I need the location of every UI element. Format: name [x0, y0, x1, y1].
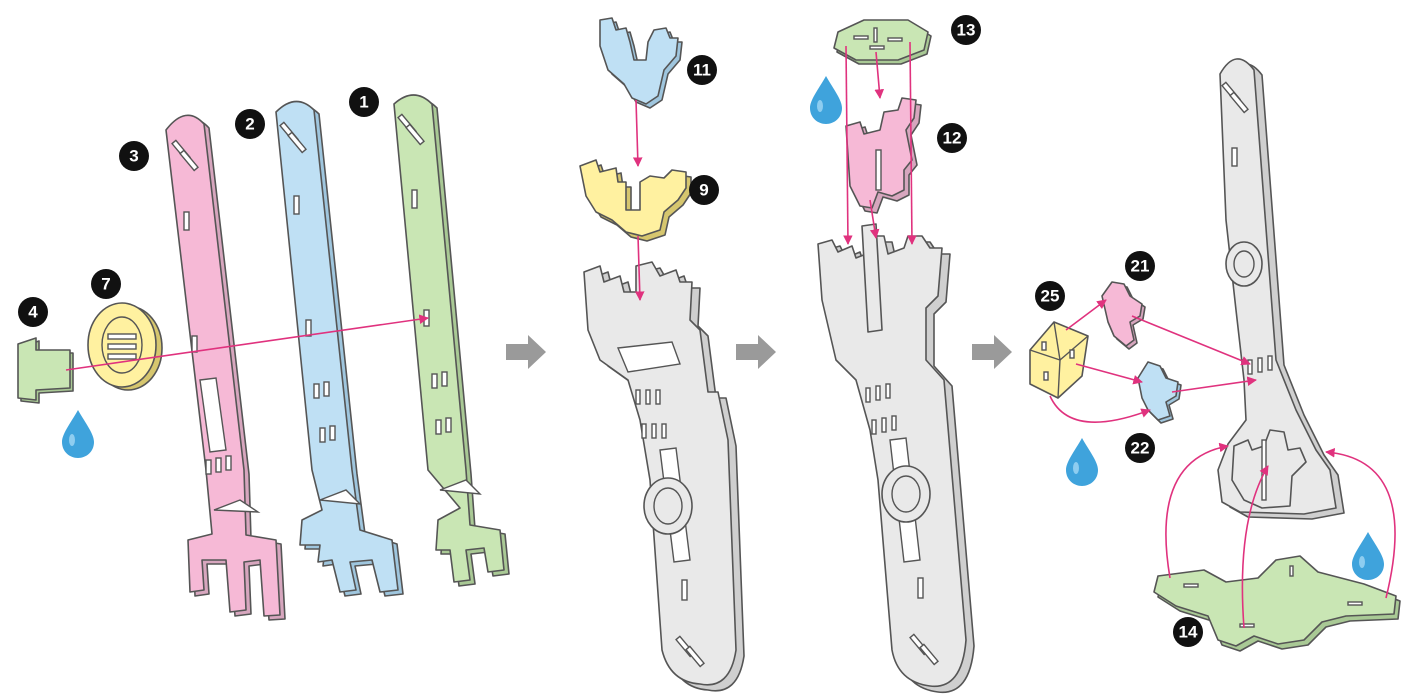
badge-2: 2 [235, 109, 265, 139]
badge-22: 22 [1125, 433, 1155, 463]
svg-text:22: 22 [1131, 439, 1150, 458]
glue-drop-icon [1066, 438, 1098, 486]
connector-25-to-22 [1076, 364, 1142, 382]
svg-text:25: 25 [1041, 287, 1060, 306]
badge-12: 12 [937, 123, 967, 153]
svg-text:12: 12 [943, 129, 962, 148]
part-2-blue-arm [276, 101, 403, 596]
part-3-pink-arm [166, 115, 285, 620]
badge-3: 3 [119, 141, 149, 171]
part-11-blue-piece [600, 18, 682, 108]
svg-text:7: 7 [101, 275, 110, 294]
svg-text:9: 9 [699, 181, 708, 200]
part-12-pink-piece [846, 98, 921, 213]
svg-text:14: 14 [1179, 623, 1198, 642]
svg-text:11: 11 [693, 61, 711, 80]
glue-drop-icon [810, 76, 842, 124]
svg-text:1: 1 [359, 93, 368, 112]
connector-13-c [910, 42, 912, 244]
connector-13-a [846, 46, 848, 244]
badge-7: 7 [91, 269, 121, 299]
assembled-body-step2 [584, 262, 744, 691]
part-21-pink-piece [1102, 282, 1145, 349]
connector-21-to-tower [1132, 316, 1250, 364]
badge-11: 11 [687, 55, 717, 85]
part-13-green-top [834, 20, 931, 64]
connector-22-to-tower [1172, 380, 1256, 392]
badge-21: 21 [1125, 251, 1155, 281]
part-7-yellow-disc [88, 303, 162, 390]
connector-25-to-21 [1066, 300, 1106, 330]
part-4-green-peg [18, 338, 73, 403]
svg-text:21: 21 [1131, 257, 1150, 276]
arrow-right-icon [972, 335, 1012, 369]
glue-drop-icon [62, 410, 94, 458]
part-9-yellow-piece [580, 160, 691, 241]
svg-text:2: 2 [245, 115, 254, 134]
part-25-yellow-cube [1030, 322, 1088, 398]
connector-25-to-22-loop [1050, 396, 1150, 422]
svg-text:4: 4 [28, 303, 38, 322]
connector-base-left [1166, 446, 1228, 578]
badge-14: 14 [1173, 617, 1203, 647]
badge-13: 13 [951, 15, 981, 45]
badge-4: 4 [18, 297, 48, 327]
svg-text:3: 3 [129, 147, 138, 166]
arrow-right-icon [506, 335, 546, 369]
part-22-blue-piece [1138, 362, 1181, 423]
step-2-group: 11 9 [580, 18, 744, 691]
assembled-body-step3 [818, 224, 974, 692]
badge-1: 1 [349, 87, 379, 117]
badge-9: 9 [689, 175, 719, 205]
step-4-group: 21 25 22 14 [1030, 59, 1400, 651]
connector-11-to-9 [636, 100, 638, 166]
svg-text:13: 13 [957, 21, 976, 40]
assembled-tower [1218, 59, 1344, 519]
arrow-right-icon [736, 335, 776, 369]
part-1-green-arm [394, 95, 509, 586]
step-1-group: 3 2 1 7 4 [18, 87, 509, 620]
step-3-group: 13 12 [810, 15, 981, 692]
badge-25: 25 [1035, 281, 1065, 311]
glue-drop-icon [1352, 532, 1384, 580]
